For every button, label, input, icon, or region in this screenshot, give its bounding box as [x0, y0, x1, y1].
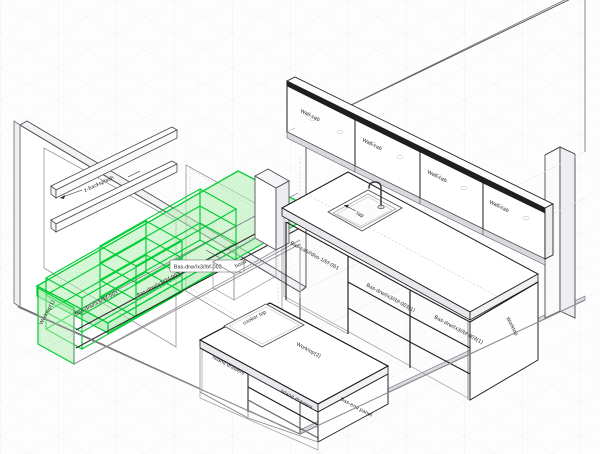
- back-wall: [299, 0, 586, 434]
- wall-cabinet-run[interactable]: Wall-cab Wall-cab Wall-cab: [286, 76, 554, 266]
- wall-shelf-lower[interactable]: [50, 160, 178, 233]
- cooker-top[interactable]: cooker top: [223, 303, 305, 348]
- extractor-hood[interactable]: hood: [212, 168, 290, 301]
- hood-label: hood: [234, 259, 248, 270]
- island-unit[interactable]: cooker top Worktop(2) Island drawers Isl…: [198, 302, 390, 454]
- wall-shelf-upper[interactable]: [50, 126, 178, 199]
- floor-front-edge: [17, 299, 586, 435]
- tap-fixture[interactable]: [368, 181, 385, 210]
- sink-assembly[interactable]: tap: [327, 181, 403, 232]
- base-drawer-callout-label: Bas-drw//x3//bf-003: [174, 265, 222, 271]
- wall-cab-unit-3[interactable]: Wall-cab: [419, 146, 484, 236]
- wall-cab-unit-4[interactable]: Wall-cab: [482, 177, 546, 266]
- wall-cab-unit-1[interactable]: Wall-cab: [286, 80, 356, 173]
- tap-label: tap: [355, 210, 365, 219]
